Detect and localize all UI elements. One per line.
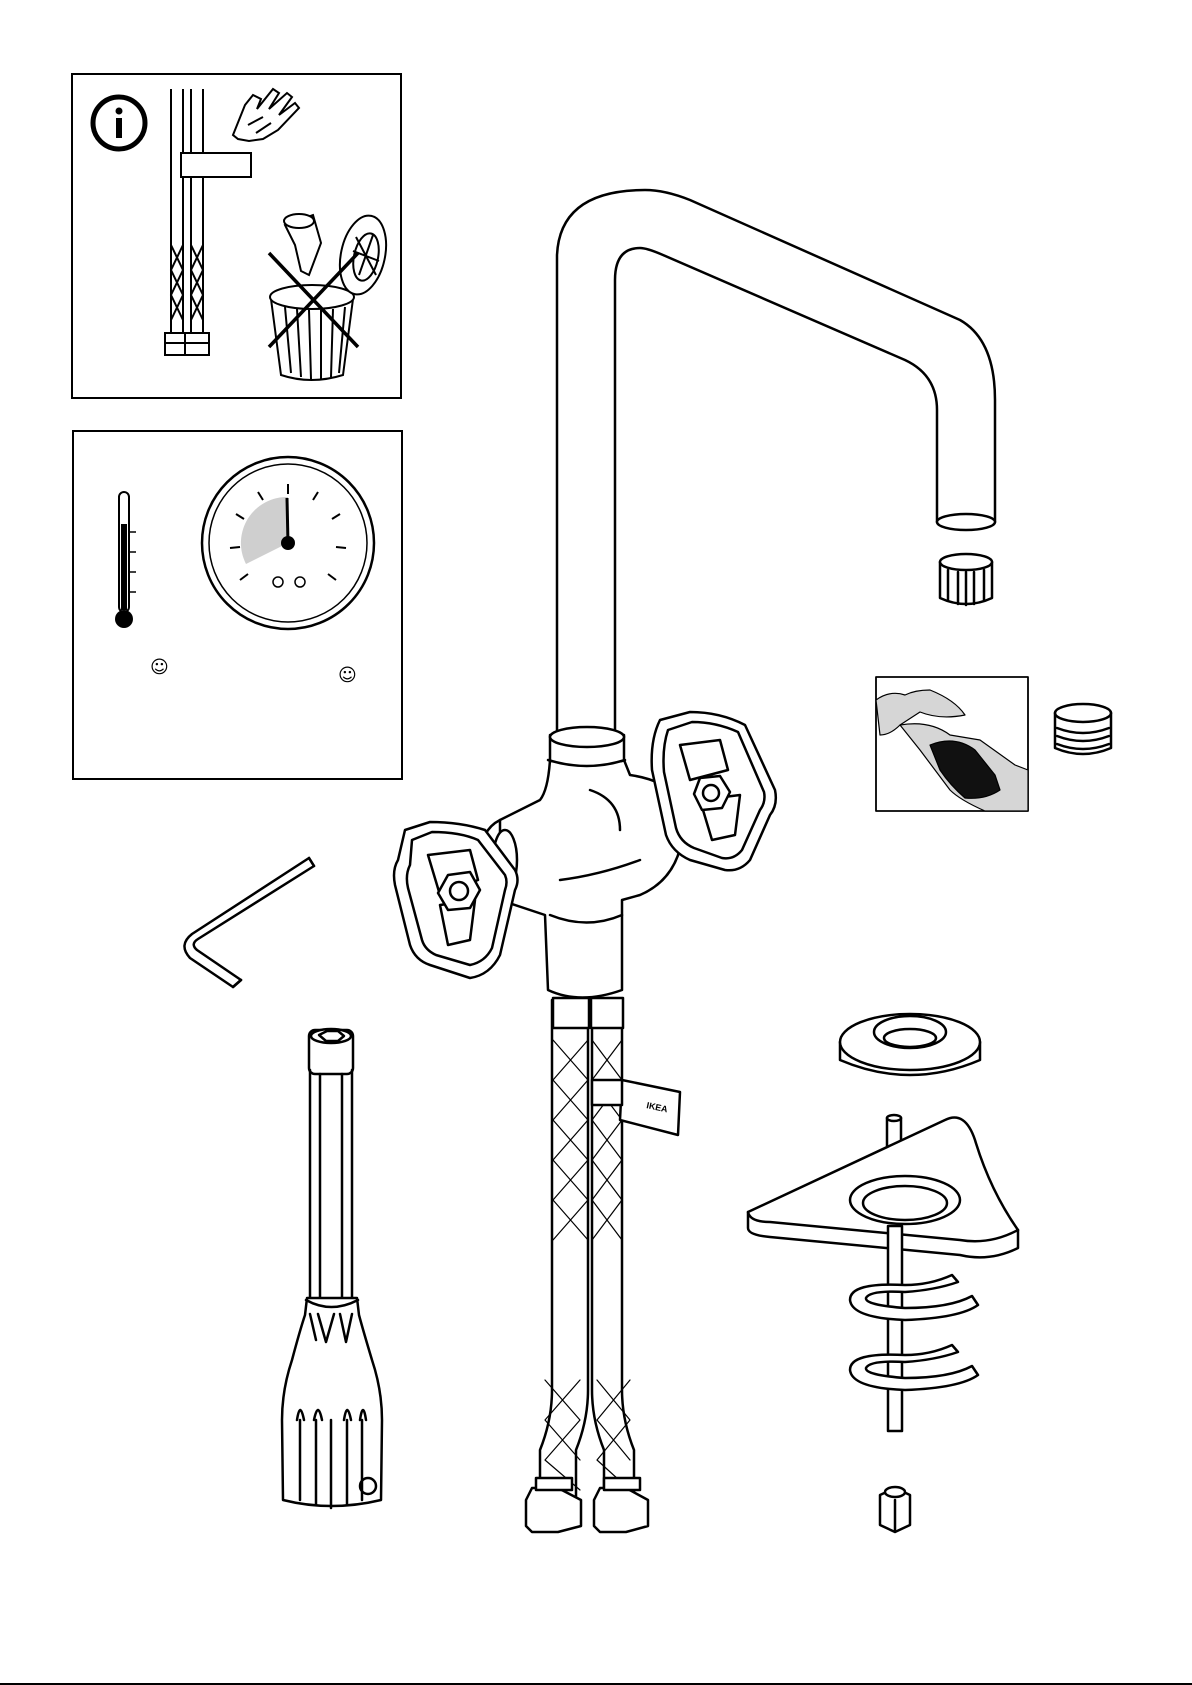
horseshoe-washers bbox=[850, 1275, 978, 1390]
aerator-alt-icon bbox=[1055, 704, 1111, 754]
faucet-spout bbox=[557, 190, 995, 735]
hex-nut-icon bbox=[880, 1487, 910, 1532]
supply-hoses bbox=[526, 998, 680, 1532]
socket-wrench-icon bbox=[282, 1029, 382, 1508]
aerator-icon bbox=[940, 554, 992, 605]
region-map bbox=[876, 677, 1028, 811]
escutcheon-ring bbox=[840, 1014, 980, 1075]
hex-key-icon bbox=[184, 858, 314, 987]
